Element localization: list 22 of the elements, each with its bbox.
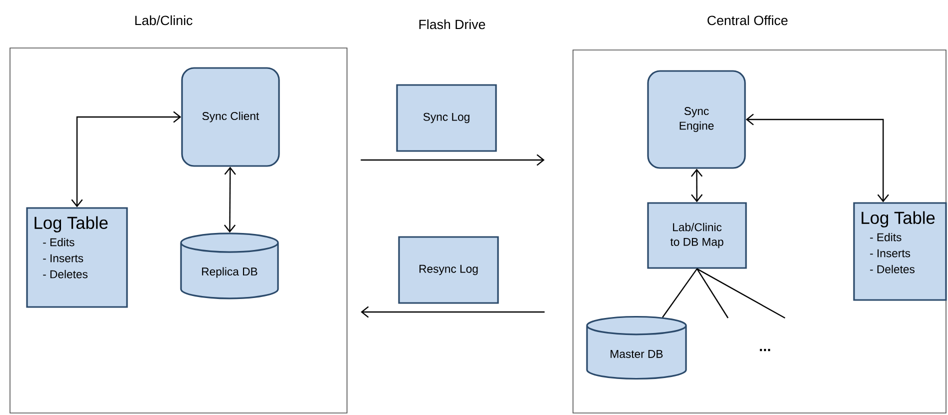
log-table-box: Log Table - Edits - Inserts - Deletes xyxy=(853,202,947,301)
column-heading: Flash Drive xyxy=(419,19,486,30)
connector-line xyxy=(696,268,729,318)
process-box: Sync Client xyxy=(181,67,280,167)
arrow xyxy=(746,114,889,202)
connector-line xyxy=(662,268,698,318)
arrow xyxy=(360,154,545,166)
database-cylinder: Replica DB xyxy=(180,232,279,300)
arrow xyxy=(71,111,182,208)
data-box: Sync Log xyxy=(396,84,497,152)
node-label: Lab/Clinic xyxy=(135,15,192,26)
connector-line xyxy=(696,268,786,319)
arrow xyxy=(360,306,545,318)
ellipsis-label: ... xyxy=(760,348,770,352)
arrow xyxy=(690,168,703,202)
data-box: Lab/Clinic to DB Map xyxy=(647,202,747,269)
database-cylinder: Master DB xyxy=(586,316,687,380)
log-table-box: Log Table - Edits - Inserts - Deletes xyxy=(26,207,128,308)
process-box: Sync Engine xyxy=(647,70,746,169)
arrow xyxy=(224,166,236,233)
data-box: Resync Log xyxy=(398,236,499,304)
node-label: Central Office xyxy=(708,15,788,26)
